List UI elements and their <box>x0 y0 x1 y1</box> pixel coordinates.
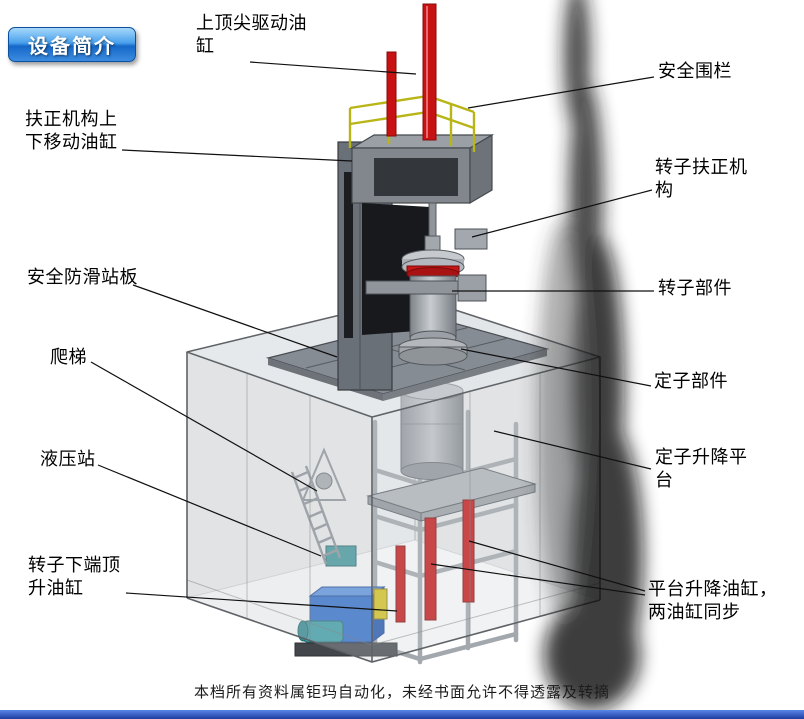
stator-lift-platform-3d <box>366 467 537 522</box>
label-platform-lift-cylinders: 平台升降油缸，两油缸同步 <box>648 579 778 622</box>
label-stator-lift-platform: 定子升降平台 <box>655 447 748 490</box>
shadow-smudge <box>537 0 643 710</box>
rotor-centering-arm <box>365 228 488 302</box>
rotor-jack-cylinder-3d <box>395 545 406 623</box>
label-top-spindle-drive-cylinder: 上顶尖驱动油缸 <box>196 13 307 56</box>
label-anti-slip-standing-platform: 安全防滑站板 <box>27 267 138 287</box>
leader-lines <box>90 61 655 612</box>
label-rotor-bottom-jack-cylinder: 转子下端顶升油缸 <box>28 555 121 598</box>
rotor-assembly <box>398 202 468 366</box>
pump-frame <box>302 447 347 501</box>
platform-lift-cylinders-3d <box>395 499 475 623</box>
title-badge-label: 设备简介 <box>28 36 116 58</box>
label-rotor-centering-mechanism: 转子扶正机构 <box>655 157 748 200</box>
label-centering-mechanism-lift-cylinder: 扶正机构上下移动油缸 <box>25 109 118 152</box>
drive-cylinder-rods <box>386 3 437 141</box>
label-rotor-component: 转子部件 <box>658 278 732 298</box>
footer-note: 本档所有资料属钜玛自动化，未经书面允许不得透露及转摘 <box>193 685 610 701</box>
label-hydraulic-station: 液压站 <box>40 449 96 469</box>
label-stator-component: 定子部件 <box>654 371 728 391</box>
title-badge: 设备简介 <box>8 27 136 62</box>
stator-cylinder <box>400 382 464 480</box>
label-safety-fence: 安全围栏 <box>658 61 732 81</box>
ladder-3d <box>290 465 342 565</box>
label-ladder: 爬梯 <box>50 347 87 367</box>
tower-head <box>349 133 495 205</box>
bottom-accent-bar <box>0 710 804 719</box>
